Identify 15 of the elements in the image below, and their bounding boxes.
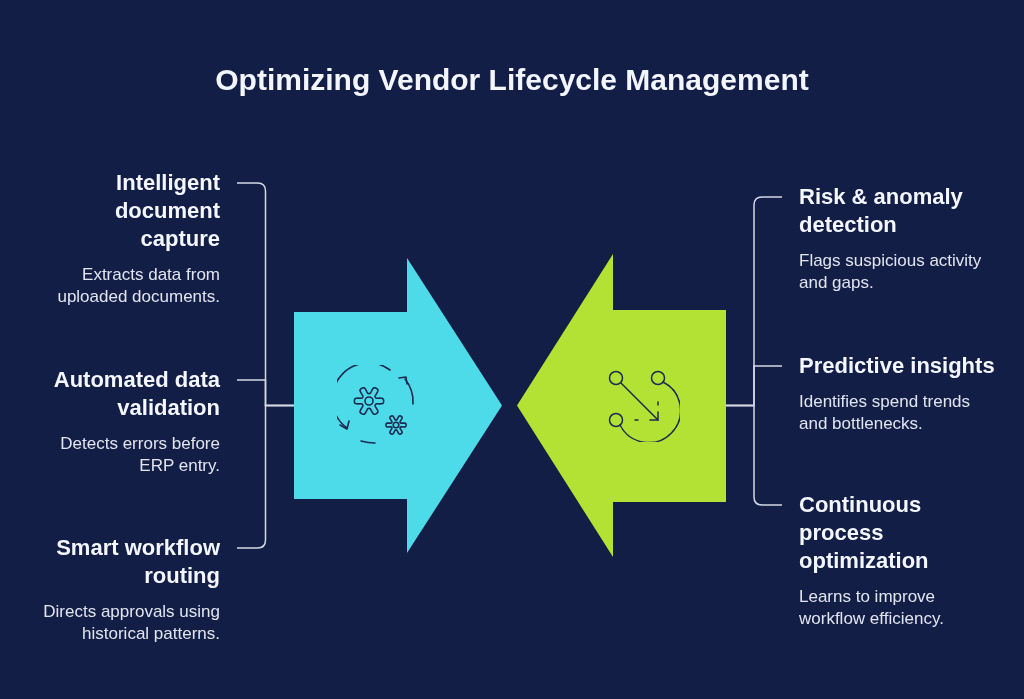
item-description: Learns to improve workflow efficiency. <box>799 586 945 630</box>
item-description: Extracts data from uploaded documents. <box>56 264 220 308</box>
item-description: Flags suspicious activity and gaps. <box>799 250 983 294</box>
item-heading: Smart workflow routing <box>55 534 220 590</box>
item-heading: Continuous process optimization <box>799 491 930 575</box>
item-description: Identifies spend trends and bottlenecks. <box>799 391 972 435</box>
item-heading: Intelligent document capture <box>113 169 220 253</box>
connector-line <box>725 404 783 506</box>
item-heading: Automated data validation <box>52 366 220 422</box>
item-description: Detects errors before ERP entry. <box>59 433 220 477</box>
item-heading: Predictive insights <box>799 352 996 380</box>
connector-line <box>236 404 295 549</box>
item-description: Directs approvals using historical patterns. <box>42 601 220 645</box>
diagram-title: Optimizing Vendor Lifecycle Management <box>215 62 809 98</box>
item-heading: Risk & anomaly detection <box>799 183 964 239</box>
